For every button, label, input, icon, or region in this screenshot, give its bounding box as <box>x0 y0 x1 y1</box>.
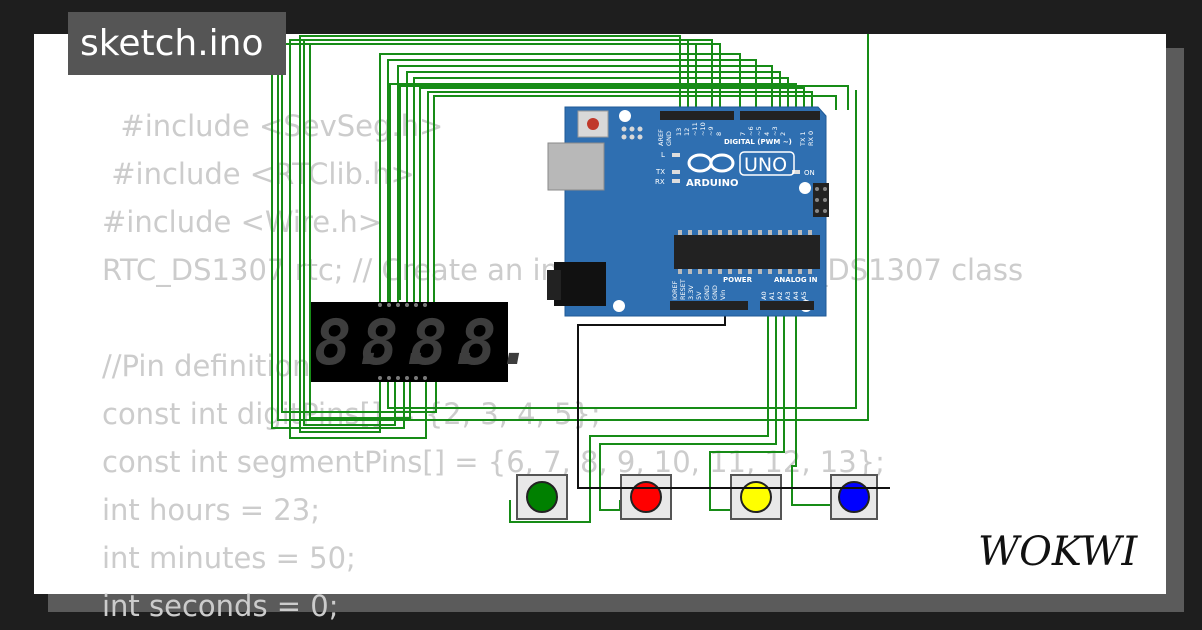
button-cap <box>526 481 558 513</box>
display-digit-4: 8. <box>459 306 534 379</box>
pin-label: ~9 <box>707 126 715 136</box>
sketch-title: sketch.ino <box>68 12 286 75</box>
wire-ground <box>577 306 890 489</box>
brand-label: ARDUINO <box>686 178 738 189</box>
led-tx <box>672 170 680 174</box>
pushbutton-blue[interactable] <box>830 474 878 520</box>
pin-label: RX 0 <box>807 131 815 146</box>
arduino-infinity-logo <box>687 153 735 173</box>
led-rx <box>672 179 680 183</box>
pin-label-gnd: GND <box>665 131 673 146</box>
pin-label: A0 <box>760 291 768 300</box>
power-jack <box>554 262 606 306</box>
tx-label: TX <box>655 168 665 176</box>
pin-label: 5V <box>695 291 703 300</box>
wokwi-logo: WOKWI <box>978 529 1138 575</box>
pin-label: 12 <box>683 128 691 136</box>
logo-text: WOKWI <box>978 529 1138 575</box>
rx-label: RX <box>655 178 665 186</box>
power-header <box>670 301 748 310</box>
button-cap <box>740 481 772 513</box>
code-line: #include <Wire.h> <box>102 205 383 239</box>
pin-label: 4 <box>763 132 771 136</box>
digital-header-left <box>660 111 734 120</box>
digital-header-right <box>740 111 820 120</box>
pin-label: A4 <box>792 291 800 300</box>
pin-label: RESET <box>679 279 687 300</box>
pin-label: A2 <box>776 291 784 300</box>
pin-label: GND <box>703 285 711 300</box>
pin-label: TX 1 <box>799 131 807 147</box>
pin-label: ~5 <box>755 126 763 136</box>
pin-label: ~6 <box>747 126 755 136</box>
code-line: const int segmentPins[] = {6, 7, 8, 9, 1… <box>102 445 885 479</box>
code-line: int hours = 23; <box>102 493 320 527</box>
pin-label: ~11 <box>691 122 699 136</box>
pushbutton-yellow[interactable] <box>730 474 782 520</box>
pin-label: IOREF <box>671 280 679 300</box>
digital-label: DIGITAL (PWM ~) <box>724 138 792 146</box>
analog-label: ANALOG IN <box>774 276 818 284</box>
led-l <box>672 153 680 157</box>
icsp-header <box>621 126 643 140</box>
seven-segment-display[interactable]: 8. 8. 8. 8. <box>311 302 534 382</box>
wires-digital <box>271 34 869 439</box>
model-label: UNO <box>744 154 787 176</box>
pin-label: GND <box>711 285 719 300</box>
code-line: const int digitPins[] = {2, 3, 4, 5}; <box>102 397 601 431</box>
code-line: int minutes = 50; <box>102 541 356 575</box>
pushbutton-green[interactable] <box>516 474 568 520</box>
pin-label-aref: AREF <box>657 129 665 146</box>
uno-box <box>739 151 795 176</box>
button-cap <box>630 481 662 513</box>
display-digit-2: 8. <box>361 306 436 379</box>
display-digit-3: 8. <box>410 306 485 379</box>
pin-label: 7 <box>739 132 747 136</box>
mount-hole <box>799 182 811 194</box>
pin-label: Vin <box>719 290 727 300</box>
display-digit-1: 8. <box>314 306 389 379</box>
mount-hole <box>613 300 625 312</box>
usb-port <box>547 142 605 191</box>
arduino-uno-board[interactable]: UNO ARDUINO DIGITAL (PWM ~) POWER ANALOG… <box>547 106 829 317</box>
pin-label: 8 <box>715 132 723 136</box>
pin-label: 2 <box>779 132 787 136</box>
pin-label: 3.3V <box>687 285 695 300</box>
power-label: POWER <box>723 276 753 284</box>
code-line: int seconds = 0; <box>102 589 339 623</box>
atmega-chip <box>674 235 820 269</box>
pin-label: A3 <box>784 291 792 300</box>
analog-header <box>760 301 814 310</box>
on-label: ON <box>804 169 815 177</box>
pin-label: 13 <box>675 128 683 136</box>
pin-label: ~3 <box>771 126 779 136</box>
pin-label: ~10 <box>699 122 707 136</box>
pin-label: A5 <box>800 291 808 300</box>
button-cap <box>838 481 870 513</box>
pin-label: A1 <box>768 291 776 300</box>
pushbutton-red[interactable] <box>620 474 672 520</box>
led-on <box>792 170 800 174</box>
mount-hole <box>619 110 631 122</box>
l-label: L <box>661 151 665 159</box>
